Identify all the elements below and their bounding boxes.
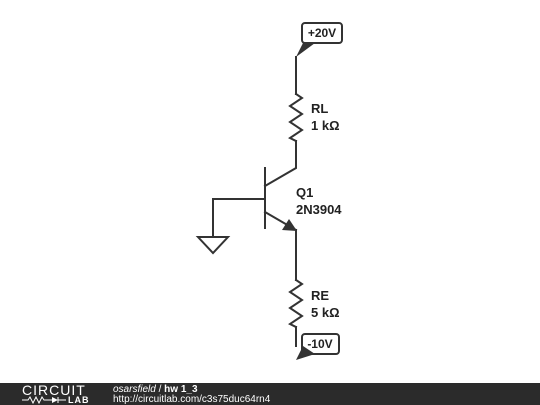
logo-text-lab: LAB xyxy=(68,395,90,405)
re-value-label: 5 kΩ xyxy=(311,305,340,320)
q1-part-label: 2N3904 xyxy=(296,202,342,217)
supply-bottom-text: -10V xyxy=(307,337,332,351)
resistor-diode-icon xyxy=(22,396,66,404)
author-link[interactable]: osarsfield xyxy=(113,384,156,395)
supply-bottom-label[interactable]: -10V xyxy=(296,333,340,360)
supply-top-pointer xyxy=(296,43,315,57)
footer-bar: CIRCUIT LAB osarsfield / hw 1_3 http://c… xyxy=(0,383,540,405)
circuit-url[interactable]: http://circuitlab.com/c3s75duc64rn4 xyxy=(113,394,271,405)
rl-value-label: 1 kΩ xyxy=(311,118,340,133)
resistor-re[interactable] xyxy=(288,278,304,329)
wire-rl-to-collector xyxy=(263,140,297,188)
resistor-rl[interactable] xyxy=(288,92,304,143)
supply-top-text: +20V xyxy=(308,26,336,40)
wire-base-to-ground xyxy=(212,198,266,238)
circuit-schematic: +20V RL 1 kΩ Q1 2N3904 RE 5 kΩ xyxy=(195,22,343,360)
meta-separator: / xyxy=(155,384,165,395)
supply-bottom-pointer xyxy=(296,346,315,360)
circuit-meta: osarsfield / hw 1_3 xyxy=(113,384,198,395)
supply-top-label[interactable]: +20V xyxy=(296,22,343,57)
circuitlab-logo[interactable]: CIRCUIT LAB xyxy=(20,383,98,405)
logo-text-circuit: CIRCUIT xyxy=(22,382,86,398)
circuit-title[interactable]: hw 1_3 xyxy=(164,384,198,395)
q1-name-label: Q1 xyxy=(296,185,313,200)
ground-icon[interactable] xyxy=(195,236,231,255)
q1-emitter-arrow xyxy=(282,219,297,231)
rl-name-label: RL xyxy=(311,101,328,116)
re-name-label: RE xyxy=(311,288,329,303)
